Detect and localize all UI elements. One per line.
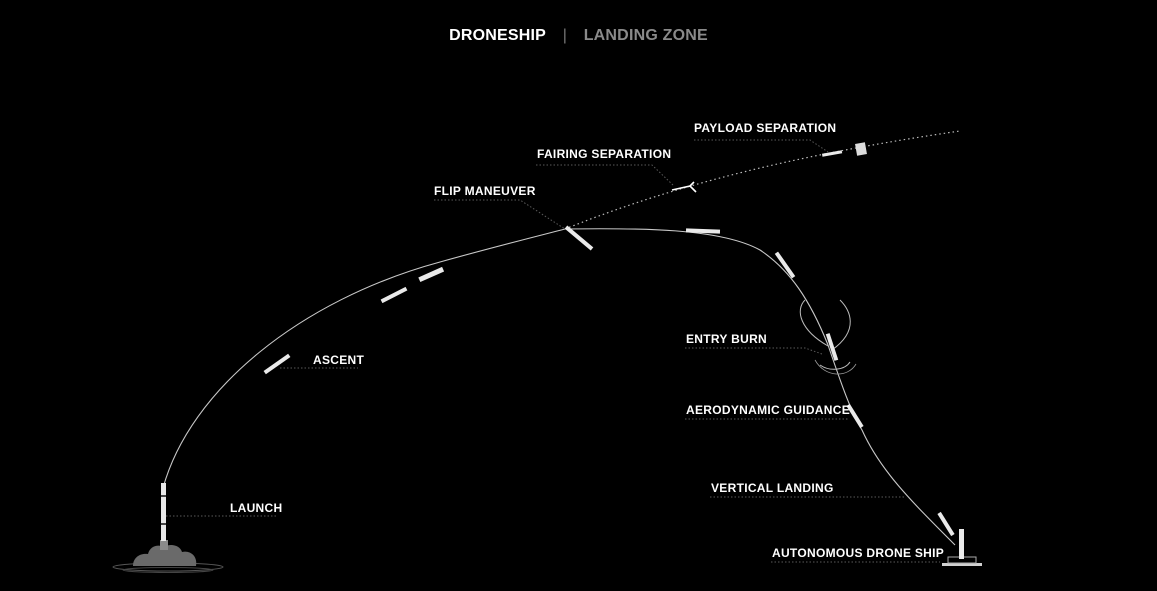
leader-flip-maneuver xyxy=(434,199,566,230)
label-launch: LAUNCH xyxy=(230,501,282,515)
payload-separation-marker xyxy=(821,142,867,157)
upper-stage-trajectory xyxy=(564,130,961,230)
entry-burn-plume xyxy=(799,299,857,375)
leader-entry-burn xyxy=(685,347,823,355)
label-fairing-separation: FAIRING SEPARATION xyxy=(537,147,671,161)
mission-profile-tabs: DRONESHIP | LANDING ZONE xyxy=(0,27,1157,45)
tab-droneship[interactable]: DRONESHIP xyxy=(449,27,547,44)
label-vertical-landing: VERTICAL LANDING xyxy=(711,481,834,495)
ascent-trajectory xyxy=(162,228,566,489)
rocket-at-launch xyxy=(161,483,166,541)
leader-payload-separation xyxy=(694,139,829,153)
label-flip-maneuver: FLIP MANEUVER xyxy=(434,184,536,198)
drone-ship xyxy=(942,529,982,566)
return-trajectory xyxy=(564,228,956,546)
label-entry-burn: ENTRY BURN xyxy=(686,332,767,346)
tab-separator: | xyxy=(562,27,568,44)
label-autonomous-drone-ship: AUTONOMOUS DRONE SHIP xyxy=(772,546,944,560)
leader-fairing-separation xyxy=(536,164,675,187)
flip-maneuver-rocket xyxy=(564,225,594,251)
label-ascent: ASCENT xyxy=(313,353,365,367)
label-aerodynamic-guidance: AERODYNAMIC GUIDANCE xyxy=(686,403,850,417)
fairing-separation-marker xyxy=(671,181,697,193)
label-payload-separation: PAYLOAD SEPARATION xyxy=(694,121,836,135)
launch-pad xyxy=(112,540,224,573)
return-rocket-markers xyxy=(685,228,955,537)
ascent-rocket-markers xyxy=(263,266,445,375)
tab-landing-zone[interactable]: LANDING ZONE xyxy=(583,27,708,44)
